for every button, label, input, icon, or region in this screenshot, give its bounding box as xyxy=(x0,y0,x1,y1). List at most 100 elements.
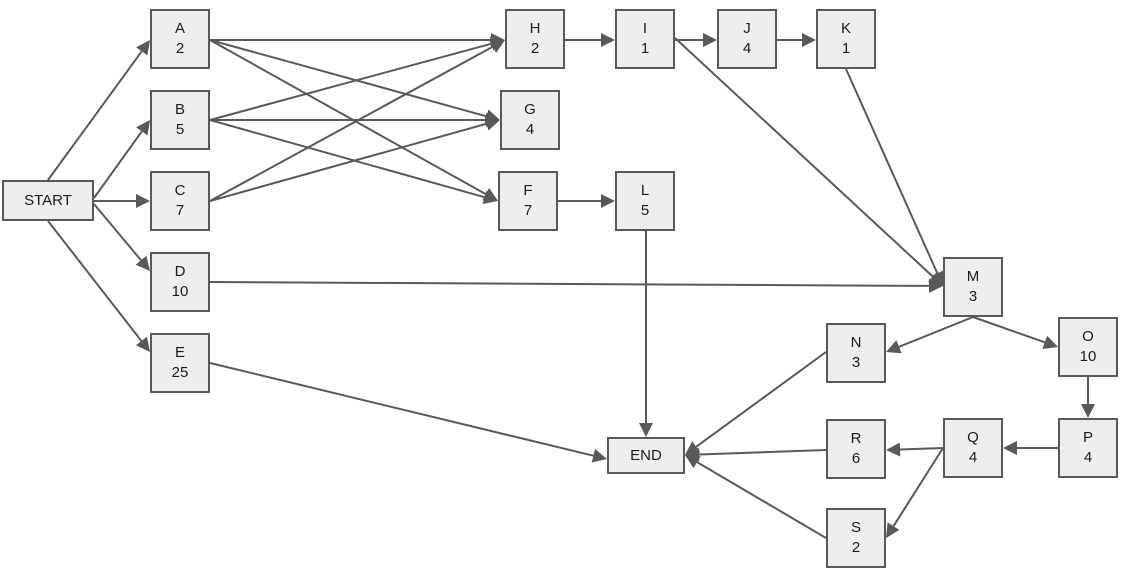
arrowhead xyxy=(886,442,901,457)
arrowhead xyxy=(591,448,607,463)
node-m: M 3 xyxy=(943,257,1003,317)
node-h-label: H xyxy=(529,20,541,37)
node-g-label: G xyxy=(524,101,536,118)
node-r-duration: 6 xyxy=(851,450,861,467)
edge-line xyxy=(674,37,934,278)
node-b-duration: 5 xyxy=(175,121,185,138)
node-e: E 25 xyxy=(150,333,210,393)
arrowhead xyxy=(886,340,902,354)
edge-line xyxy=(209,362,594,457)
node-q: Q 4 xyxy=(943,418,1003,478)
edge-b-h xyxy=(209,36,505,121)
edge-line xyxy=(209,281,930,287)
node-c-label: C xyxy=(174,182,186,199)
node-k-label: K xyxy=(840,20,851,37)
arrowhead xyxy=(136,120,150,136)
arrowhead xyxy=(1003,441,1017,455)
node-c: C 7 xyxy=(150,171,210,231)
edge-line xyxy=(209,45,494,202)
edge-line xyxy=(47,220,143,342)
node-d-label: D xyxy=(174,263,186,280)
edge-h-i xyxy=(565,33,615,47)
node-j-label: J xyxy=(743,20,751,37)
arrowhead xyxy=(489,40,505,53)
arrowhead xyxy=(1042,335,1058,349)
edge-a-h xyxy=(210,33,505,47)
node-q-duration: 4 xyxy=(968,449,978,466)
node-b: B 5 xyxy=(150,90,210,150)
node-l-duration: 5 xyxy=(640,202,650,219)
edge-d-m xyxy=(209,278,943,293)
edge-line xyxy=(845,68,939,274)
edge-line xyxy=(695,351,827,448)
arrowhead xyxy=(703,33,717,47)
node-q-label: Q xyxy=(967,429,979,446)
edge-line xyxy=(209,119,485,199)
edge-line xyxy=(209,39,487,196)
node-i-duration: 1 xyxy=(640,40,650,57)
edge-line xyxy=(47,50,143,181)
edge-r-end xyxy=(685,447,827,462)
edge-line xyxy=(209,39,487,118)
arrowhead xyxy=(484,117,500,131)
node-n: N 3 xyxy=(826,323,886,383)
node-k-duration: 1 xyxy=(841,40,851,57)
edge-b-g xyxy=(210,113,500,127)
node-p-label: P xyxy=(1082,429,1093,446)
edge-start-c xyxy=(94,194,150,208)
arrowhead xyxy=(482,190,498,204)
node-j: J 4 xyxy=(717,9,777,69)
node-end: END xyxy=(607,437,685,474)
edge-line xyxy=(698,449,827,456)
node-l: L 5 xyxy=(615,171,675,231)
node-e-duration: 25 xyxy=(171,364,189,381)
node-end-label: END xyxy=(630,446,662,464)
node-d: D 10 xyxy=(150,252,210,312)
node-f-duration: 7 xyxy=(523,202,533,219)
node-l-label: L xyxy=(640,182,650,199)
edge-line xyxy=(696,461,827,539)
node-m-duration: 3 xyxy=(968,288,978,305)
node-g: G 4 xyxy=(500,90,560,150)
arrowhead xyxy=(601,194,615,208)
node-a-duration: 2 xyxy=(175,40,185,57)
node-n-duration: 3 xyxy=(851,354,861,371)
node-m-label: M xyxy=(966,268,980,285)
edge-n-end xyxy=(685,351,827,455)
node-p: P 4 xyxy=(1058,418,1118,478)
node-s-label: S xyxy=(850,519,861,536)
edge-l-end xyxy=(639,231,653,437)
arrowhead xyxy=(601,33,615,47)
edge-f-l xyxy=(558,194,615,208)
node-a: A 2 xyxy=(150,9,210,69)
edge-start-b xyxy=(93,120,150,199)
edge-i-j xyxy=(675,33,717,47)
arrowhead xyxy=(928,278,943,293)
edge-m-n xyxy=(886,316,974,354)
edge-line xyxy=(93,203,142,261)
node-s: S 2 xyxy=(826,508,886,568)
edge-q-s xyxy=(886,447,944,538)
node-o-label: O xyxy=(1082,328,1094,345)
arrowhead xyxy=(135,336,150,352)
arrowhead xyxy=(685,455,701,469)
edge-c-h xyxy=(209,40,505,202)
edge-line xyxy=(892,447,944,527)
edge-b-f xyxy=(209,119,498,204)
node-s-duration: 2 xyxy=(851,539,861,556)
arrowhead xyxy=(136,40,150,56)
edge-line xyxy=(209,42,492,121)
edge-start-e xyxy=(47,220,150,352)
node-r-label: R xyxy=(850,430,862,447)
edge-line xyxy=(972,316,1046,344)
node-a-label: A xyxy=(174,20,185,37)
node-f: F 7 xyxy=(498,171,558,231)
node-start: START xyxy=(2,180,94,221)
edge-i-m xyxy=(674,37,943,286)
arrowhead xyxy=(639,423,653,437)
edge-start-a xyxy=(47,40,150,181)
node-i: I 1 xyxy=(615,9,675,69)
node-o-duration: 10 xyxy=(1079,348,1097,365)
arrowhead xyxy=(930,270,944,286)
node-o: O 10 xyxy=(1058,317,1118,377)
